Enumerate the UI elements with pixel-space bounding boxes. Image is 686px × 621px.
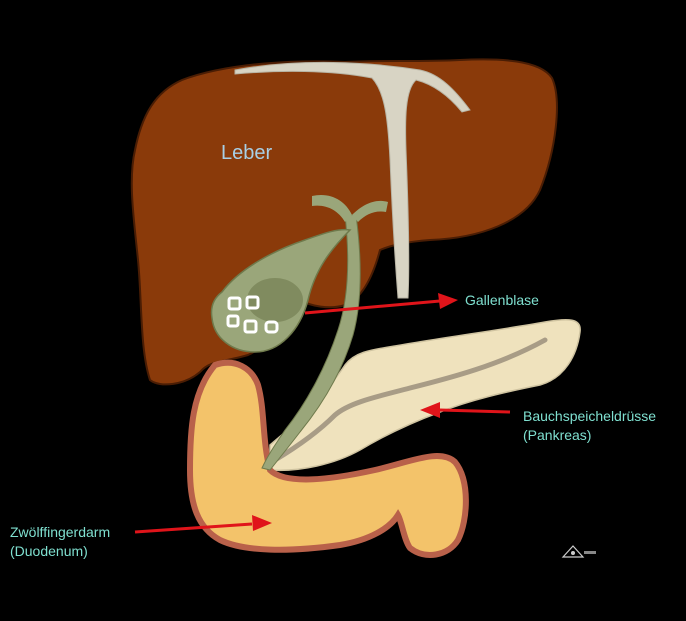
arrow-pancreas [420,402,511,418]
arrow-duodenum [134,515,272,534]
duodenum-label-latin: (Duodenum) [10,543,88,559]
liver-label: Leber [221,142,273,164]
pancreas-label: Bauchspeicheldrüsse [523,408,657,424]
duodenum-label: Zwölffingerdarm [10,524,111,540]
ligament-shape [234,61,471,299]
pancreas-label-latin: (Pankreas) [523,427,592,443]
gallstone [264,320,279,334]
hepatic-duct-right [352,200,388,222]
triangle-logo-icon [561,545,596,558]
gallstone [227,296,242,311]
arrow-gallbladder [304,293,458,315]
gallstone [245,295,260,310]
pancreatic-duct [272,337,548,463]
bile-duct [261,214,361,471]
gallstones [226,295,279,334]
hepatic-duct-left [312,194,352,222]
gallstone [226,314,240,328]
gallbladder-label: Gallenblase [465,292,539,308]
gallstone [243,319,258,334]
gallbladder-shading [247,278,303,322]
